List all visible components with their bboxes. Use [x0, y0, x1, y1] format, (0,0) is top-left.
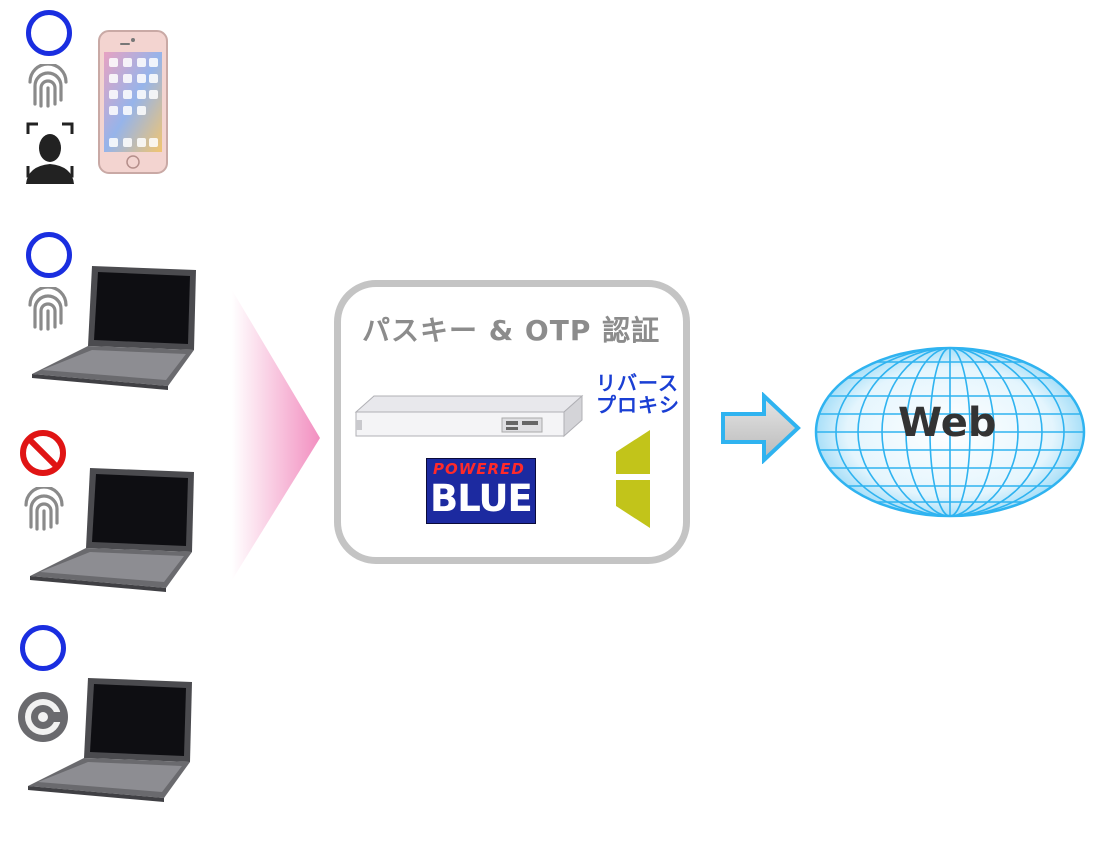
fingerprint-icon: [28, 287, 68, 331]
web-globe: [814, 346, 1086, 518]
denied-status-icon: [20, 430, 66, 476]
panel-title: パスキー & OTP 認証: [362, 314, 661, 347]
proxy-label-line2: プロキシ: [596, 393, 680, 417]
reverse-proxy-label: リバース プロキシ: [596, 372, 680, 416]
laptop: [32, 266, 196, 390]
smartphone: [98, 30, 168, 174]
allowed-status-icon: [20, 625, 66, 671]
allowed-status-icon: [26, 10, 72, 56]
fingerprint-icon: [24, 487, 64, 531]
face-id-icon: [26, 122, 74, 184]
forward-arrow: [721, 392, 801, 464]
fingerprint-icon: [28, 64, 68, 108]
proxy-label-line1: リバース: [596, 371, 679, 395]
web-label: Web: [898, 400, 997, 446]
laptop: [30, 468, 194, 592]
logo-blue-text: BLUE: [430, 477, 533, 520]
allowed-status-icon: [26, 232, 72, 278]
incoming-traffic-wedge: [232, 290, 320, 580]
laptop: [28, 678, 192, 802]
reverse-proxy-shape: [616, 430, 650, 528]
logo-powered-text: POWERED: [433, 460, 525, 478]
powered-blue-logo: POWERED BLUE: [426, 458, 536, 524]
authenticator-icon: [18, 692, 68, 742]
appliance-server: [354, 394, 584, 438]
